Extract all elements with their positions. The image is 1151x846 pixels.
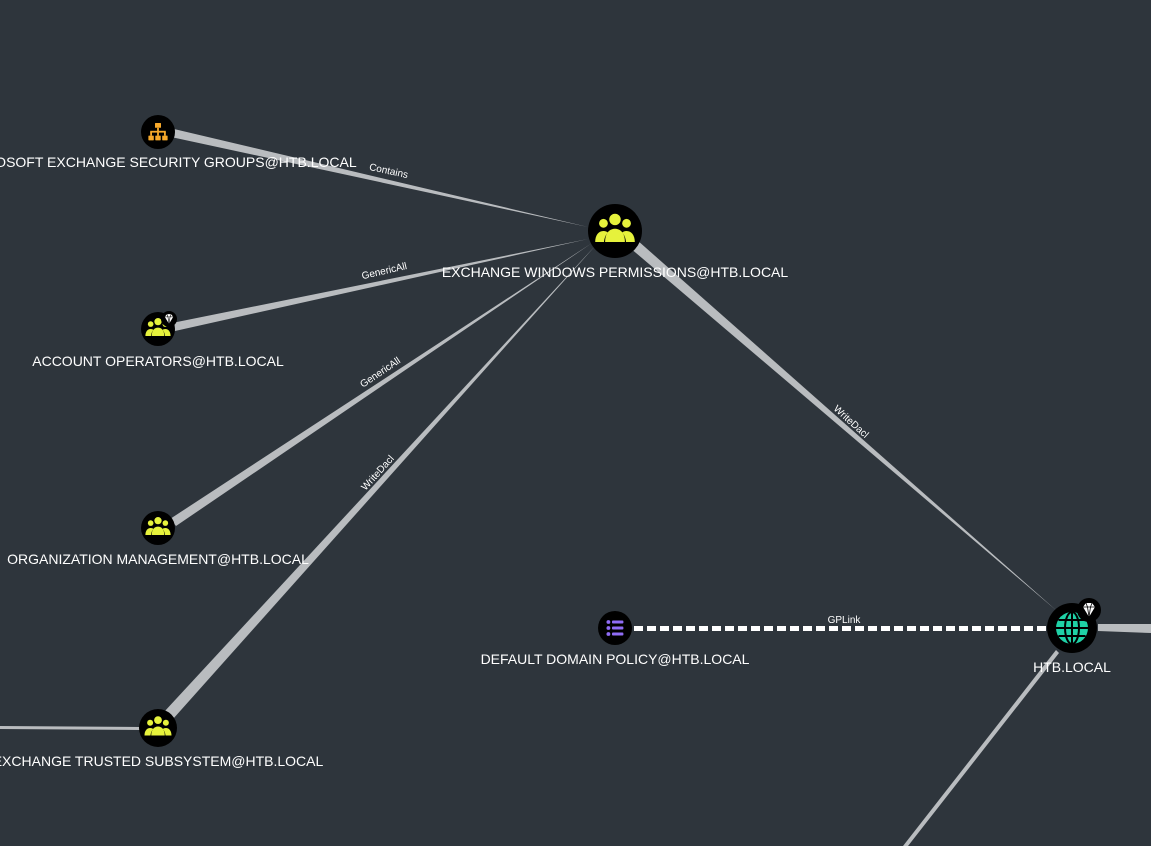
node-htb-local[interactable]: HTB.LOCAL: [1033, 598, 1111, 675]
edge-genericall-account-operators[interactable]: [172, 239, 588, 331]
node-label-exchange-windows-permissions: EXCHANGE WINDOWS PERMISSIONS@HTB.LOCAL: [442, 264, 789, 280]
node-default-domain-policy[interactable]: DEFAULT DOMAIN POLICY@HTB.LOCAL: [481, 611, 750, 667]
edge-genericall-organization-management[interactable]: [170, 243, 592, 526]
edge-left-offscreen: [0, 726, 141, 730]
edge-writedacl-htb-local[interactable]: [629, 240, 1057, 611]
node-account-operators[interactable]: ACCOUNT OPERATORS@HTB.LOCAL: [32, 311, 284, 369]
edge-layer: [0, 129, 1151, 846]
edge-contains[interactable]: [171, 129, 588, 227]
node-label-default-domain-policy: DEFAULT DOMAIN POLICY@HTB.LOCAL: [481, 651, 750, 667]
node-label-exchange-trusted-subsystem: EXCHANGE TRUSTED SUBSYSTEM@HTB.LOCAL: [0, 753, 323, 769]
node-exchange-trusted-subsystem[interactable]: EXCHANGE TRUSTED SUBSYSTEM@HTB.LOCAL: [0, 709, 323, 769]
node-label-security-groups: MICROSOFT EXCHANGE SECURITY GROUPS@HTB.L…: [0, 154, 357, 170]
node-label-htb-local: HTB.LOCAL: [1033, 659, 1111, 675]
node-exchange-windows-permissions[interactable]: EXCHANGE WINDOWS PERMISSIONS@HTB.LOCAL: [442, 204, 789, 280]
node-security-groups[interactable]: MICROSOFT EXCHANGE SECURITY GROUPS@HTB.L…: [0, 115, 357, 170]
edge-right-offscreen: [1098, 624, 1151, 633]
edge-label-gplink: GPLink: [828, 615, 862, 626]
node-label-account-operators: ACCOUNT OPERATORS@HTB.LOCAL: [32, 353, 284, 369]
node-organization-management[interactable]: ORGANIZATION MANAGEMENT@HTB.LOCAL: [7, 511, 309, 567]
edge-bottom-offscreen: [903, 650, 1059, 846]
gpo-list-icon: [606, 620, 624, 636]
edge-writedacl-trusted-subsystem[interactable]: [164, 245, 596, 719]
node-label-organization-management: ORGANIZATION MANAGEMENT@HTB.LOCAL: [7, 551, 309, 567]
